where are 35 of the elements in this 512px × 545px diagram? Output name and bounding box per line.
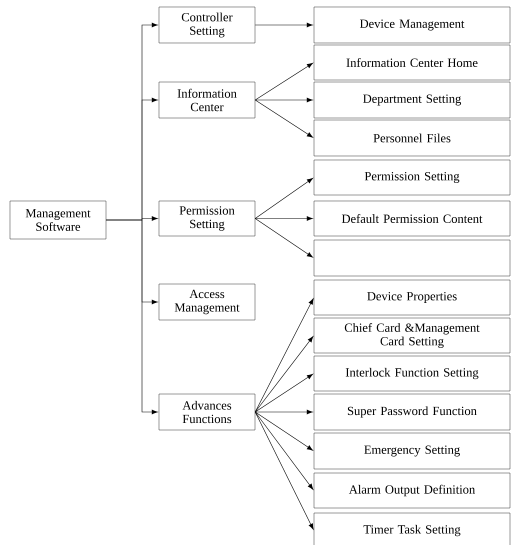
process-box: Interlock Function Setting [314, 356, 510, 392]
process-box: Super Password Function [314, 394, 510, 430]
arrow [254, 98, 313, 102]
process-box: Alarm Output Definition [314, 472, 510, 508]
process-box: Access Management [158, 284, 256, 320]
arrow [106, 220, 158, 414]
arrow [254, 22, 313, 28]
process-box: Personnel Files [314, 120, 510, 156]
process-box: Default Permission Content [314, 200, 510, 236]
process-box: Emergency Setting [314, 432, 510, 470]
process-box: Device Management [314, 6, 510, 44]
arrow [254, 216, 313, 221]
arrow [254, 412, 314, 490]
arrow [254, 336, 314, 412]
process-box: Permission Setting [314, 160, 510, 196]
arrow [254, 410, 313, 414]
arrow [254, 412, 314, 530]
process-box: Chief Card &Management Card Setting [314, 318, 510, 354]
process-box: Information Center Home [314, 44, 510, 80]
arrow [254, 100, 314, 138]
process-box: Controller Setting [158, 6, 256, 44]
arrow [254, 178, 314, 219]
empty-box [314, 240, 510, 276]
arrow [254, 62, 313, 100]
arrow [254, 412, 314, 451]
arrow [254, 298, 314, 412]
process-box: Timer Task Setting [314, 512, 510, 545]
process-box: Information Center [158, 82, 256, 118]
process-box: Advances Functions [158, 394, 256, 430]
process-box: Department Setting [314, 82, 510, 118]
process-box: Device Properties [314, 280, 510, 316]
arrow [254, 218, 314, 258]
process-box: Permission Setting [158, 200, 256, 236]
process-box: Management Software [10, 200, 106, 240]
arrow [254, 374, 314, 412]
